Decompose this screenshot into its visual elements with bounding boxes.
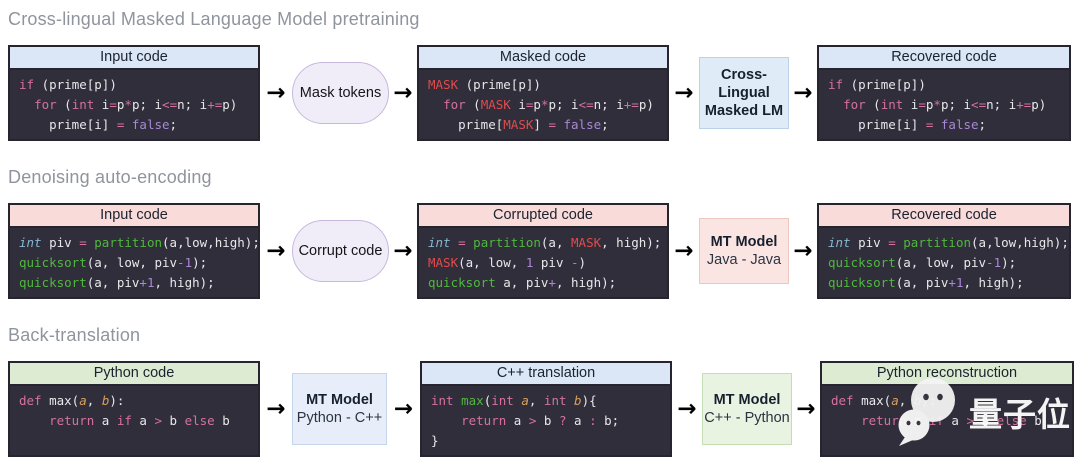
code-snippet: int piv = partition(a,low,high);quicksor… bbox=[19, 235, 258, 290]
arrow-right-icon: → bbox=[393, 79, 413, 106]
codebox-python-code: Python code def max(a, b): return a if a… bbox=[8, 361, 260, 457]
arrow-right-icon: → bbox=[674, 237, 694, 264]
arrow-right-icon: → bbox=[796, 395, 816, 422]
model-subtitle: C++ - Python bbox=[704, 410, 790, 426]
codebox-corrupted-code: Corrupted code int = partition(a, MASK, … bbox=[417, 203, 669, 299]
codebox-header: C++ translation bbox=[422, 363, 670, 386]
codebox-header: Masked code bbox=[419, 47, 667, 70]
codebox-header: Python code bbox=[10, 363, 258, 386]
wechat-icon bbox=[898, 378, 955, 446]
section-denoising: Denoising auto-encoding Input code int p… bbox=[0, 141, 1080, 299]
arrow-right-icon: → bbox=[266, 79, 286, 106]
code-snippet: def max(a, b): return a if a > b else b bbox=[19, 393, 230, 428]
codebox-header: Recovered code bbox=[819, 47, 1069, 70]
codebox-recovered-code: Recovered code int piv = partition(a,low… bbox=[817, 203, 1071, 299]
model-box-mt-cpp-python: MT Model C++ - Python bbox=[702, 373, 792, 445]
arrow-right-icon: → bbox=[677, 395, 697, 422]
code-snippet: int = partition(a, MASK, high);MASK(a, l… bbox=[428, 235, 662, 290]
model-box-mt-java-java: MT Model Java - Java bbox=[699, 218, 789, 284]
code-snippet: if (prime[p]) for (int i=p*p; i<=n; i+=p… bbox=[19, 77, 238, 132]
codebox-input-code: Input code if (prime[p]) for (int i=p*p;… bbox=[8, 45, 260, 141]
process-pill-mask-tokens: Mask tokens bbox=[292, 62, 389, 124]
flow-row: Python code def max(a, b): return a if a… bbox=[8, 361, 1080, 457]
model-title: MT Model bbox=[710, 234, 778, 250]
model-subtitle: Python - C++ bbox=[296, 410, 383, 426]
arrow-right-icon: → bbox=[393, 237, 413, 264]
arrow-right-icon: → bbox=[393, 395, 414, 422]
flow-row: Input code int piv = partition(a,low,hig… bbox=[8, 203, 1080, 299]
codebox-input-code: Input code int piv = partition(a,low,hig… bbox=[8, 203, 260, 299]
codebox-recovered-code: Recovered code if (prime[p]) for (int i=… bbox=[817, 45, 1071, 141]
section-title: Back-translation bbox=[8, 325, 141, 345]
model-box-cross-lingual-masked-lm: Cross-Lingual Masked LM bbox=[699, 57, 789, 129]
codebox-masked-code: Masked code MASK (prime[p]) for (MASK i=… bbox=[417, 45, 669, 141]
arrow-right-icon: → bbox=[674, 79, 694, 106]
codebox-header: Input code bbox=[10, 205, 258, 228]
section-mlm-pretraining: Cross-lingual Masked Language Model pret… bbox=[0, 0, 1080, 141]
model-box-mt-python-cpp: MT Model Python - C++ bbox=[292, 373, 387, 445]
codebox-header: Input code bbox=[10, 47, 258, 70]
section-back-translation: Back-translation Python code def max(a, … bbox=[0, 299, 1080, 457]
code-snippet: int max(int a, int b){ return a > b ? a … bbox=[431, 393, 620, 448]
watermark-brand: 量子位 bbox=[969, 395, 1071, 434]
section-title: Denoising auto-encoding bbox=[8, 167, 212, 187]
flow-row: Input code if (prime[p]) for (int i=p*p;… bbox=[8, 45, 1080, 141]
code-snippet: if (prime[p]) for (int i=p*p; i<=n; i+=p… bbox=[828, 77, 1047, 132]
codebox-header: Recovered code bbox=[819, 205, 1069, 228]
process-pill-corrupt-code: Corrupt code bbox=[292, 220, 389, 282]
code-snippet: int piv = partition(a,low,high);quicksor… bbox=[828, 235, 1069, 290]
model-title: MT Model bbox=[713, 392, 781, 408]
codebox-header: Corrupted code bbox=[419, 205, 667, 228]
code-snippet: MASK (prime[p]) for (MASK i=p*p; i<=n; i… bbox=[428, 77, 654, 132]
section-title: Cross-lingual Masked Language Model pret… bbox=[8, 9, 420, 29]
model-title: Cross-Lingual bbox=[718, 67, 770, 101]
arrow-right-icon: → bbox=[266, 237, 286, 264]
model-subtitle: Java - Java bbox=[706, 252, 782, 268]
model-title: Masked LM bbox=[704, 103, 784, 119]
model-title: MT Model bbox=[306, 392, 373, 408]
watermark: 量子位 bbox=[893, 376, 1071, 448]
codebox-cpp-translation: C++ translation int max(int a, int b){ r… bbox=[420, 361, 672, 457]
arrow-right-icon: → bbox=[793, 237, 813, 264]
arrow-right-icon: → bbox=[793, 79, 813, 106]
arrow-right-icon: → bbox=[266, 395, 286, 422]
